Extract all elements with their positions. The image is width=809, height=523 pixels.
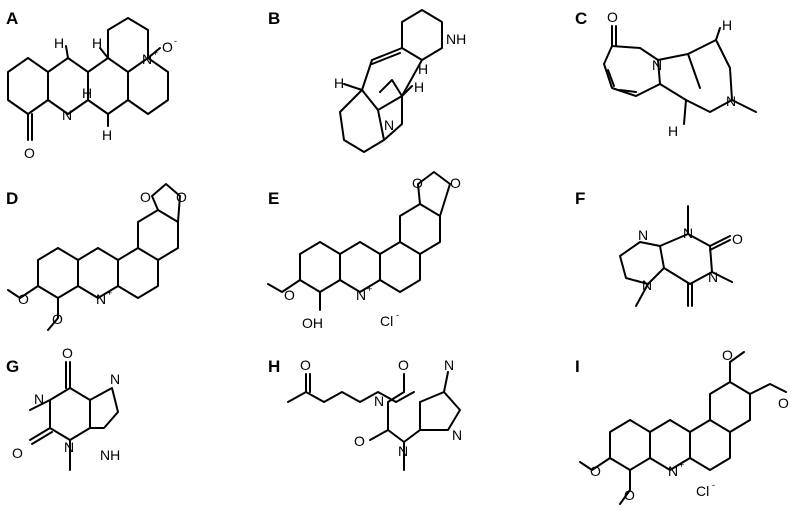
atom-a-o: O bbox=[162, 39, 173, 55]
atom-d-o2: O bbox=[176, 189, 187, 205]
atom-a-n: N bbox=[62, 107, 72, 123]
panel-e: E O O O N + OH Cl - bbox=[267, 171, 461, 331]
atom-h-n1: N bbox=[444, 357, 454, 373]
atom-g-n1: N bbox=[34, 391, 44, 407]
atom-h-o1: O bbox=[300, 357, 311, 373]
atom-g-n3: N bbox=[64, 439, 74, 455]
atom-e-oh: OH bbox=[302, 315, 323, 331]
atom-d-o1: O bbox=[140, 189, 151, 205]
atom-e-o3: O bbox=[284, 287, 295, 303]
atom-i-minus: - bbox=[712, 480, 715, 490]
structure-g-bonds bbox=[29, 361, 119, 471]
structure-b-bonds bbox=[339, 9, 443, 153]
structure-c-bonds bbox=[603, 25, 757, 125]
atom-h-n2: N bbox=[374, 393, 384, 409]
structure-h-bonds bbox=[287, 371, 461, 471]
atom-h-o3: O bbox=[354, 433, 365, 449]
atom-i-o1: O bbox=[722, 347, 733, 363]
atom-c-n2: N bbox=[726, 93, 736, 109]
atom-f-n3: N bbox=[708, 269, 718, 285]
atom-g-o2: O bbox=[12, 445, 23, 461]
atom-a-o2: O bbox=[24, 145, 35, 161]
panel-g: G O N N O N NH bbox=[6, 345, 120, 471]
atom-d-o3: O bbox=[18, 291, 29, 307]
panel-f: F N N O N N bbox=[575, 189, 743, 307]
atom-a-plus: + bbox=[153, 48, 158, 58]
panel-letter-i: I bbox=[575, 357, 580, 376]
atom-c-o: O bbox=[607, 9, 618, 25]
structure-a-bonds bbox=[7, 17, 169, 141]
atom-b-h1: H bbox=[418, 61, 428, 77]
atom-e-o1: O bbox=[412, 175, 423, 191]
panel-letter-h: H bbox=[268, 357, 280, 376]
panel-letter-e: E bbox=[268, 189, 279, 208]
atom-h-o2: O bbox=[398, 357, 409, 373]
panel-letter-g: G bbox=[6, 357, 19, 376]
atom-b-h3: H bbox=[414, 79, 424, 95]
atom-e-cl: Cl bbox=[380, 313, 393, 329]
atom-g-nh: NH bbox=[100, 447, 120, 463]
atom-c-h2: H bbox=[668, 123, 678, 139]
panel-letter-c: C bbox=[575, 9, 587, 28]
structure-f-bonds bbox=[619, 205, 733, 307]
panel-letter-f: F bbox=[575, 189, 585, 208]
atom-g-o1: O bbox=[62, 345, 73, 361]
atom-f-n1: N bbox=[638, 227, 648, 243]
structure-d-bonds bbox=[7, 183, 181, 331]
atom-e-minus: - bbox=[396, 310, 399, 320]
panel-letter-b: B bbox=[268, 9, 280, 28]
atom-c-h1: H bbox=[722, 17, 732, 33]
atom-d-plus: + bbox=[107, 288, 112, 298]
structure-e-bonds bbox=[267, 171, 451, 311]
atom-b-nh: NH bbox=[446, 31, 466, 47]
atom-a-h1: H bbox=[54, 35, 64, 51]
atom-g-n2: N bbox=[110, 371, 120, 387]
atom-i-o2: O bbox=[778, 395, 789, 411]
atom-a-h2: H bbox=[82, 85, 92, 101]
panel-c: C O H N H N bbox=[575, 9, 757, 139]
atom-i-o4: O bbox=[624, 487, 635, 503]
atom-c-n1: N bbox=[652, 57, 662, 73]
atom-a-h3: H bbox=[92, 35, 102, 51]
atom-i-cl: Cl bbox=[696, 483, 709, 499]
atom-h-n4: N bbox=[398, 443, 408, 459]
panel-letter-a: A bbox=[6, 9, 18, 28]
atom-a-minus: - bbox=[174, 36, 177, 46]
atom-b-n: N bbox=[384, 117, 394, 133]
panel-i: I O O O O N + Cl - bbox=[575, 347, 789, 505]
atom-e-o2: O bbox=[450, 175, 461, 191]
atom-f-n2: N bbox=[683, 225, 693, 241]
atom-f-o: O bbox=[732, 231, 743, 247]
panel-letter-d: D bbox=[6, 189, 18, 208]
atom-e-plus: + bbox=[367, 284, 372, 294]
atom-f-n4: N bbox=[642, 277, 652, 293]
atom-d-n: N bbox=[96, 291, 106, 307]
atom-e-n: N bbox=[356, 287, 366, 303]
panel-b: B NH H H H N bbox=[268, 9, 466, 153]
atom-a-n-oxide: N bbox=[142, 51, 152, 67]
structure-i-bonds bbox=[579, 351, 787, 505]
atom-i-plus: + bbox=[679, 460, 684, 470]
panel-a: A H H H H N + O - N O bbox=[6, 9, 177, 161]
atom-d-o4: O bbox=[52, 311, 63, 327]
panel-d: D O O O O N + bbox=[6, 183, 187, 331]
atom-i-n: N bbox=[668, 463, 678, 479]
atom-b-h2: H bbox=[334, 75, 344, 91]
atom-h-n3: N bbox=[452, 427, 462, 443]
atom-a-h4: H bbox=[102, 127, 112, 143]
panel-h: H O O N N N O N bbox=[268, 357, 462, 471]
atom-i-o3: O bbox=[590, 463, 601, 479]
